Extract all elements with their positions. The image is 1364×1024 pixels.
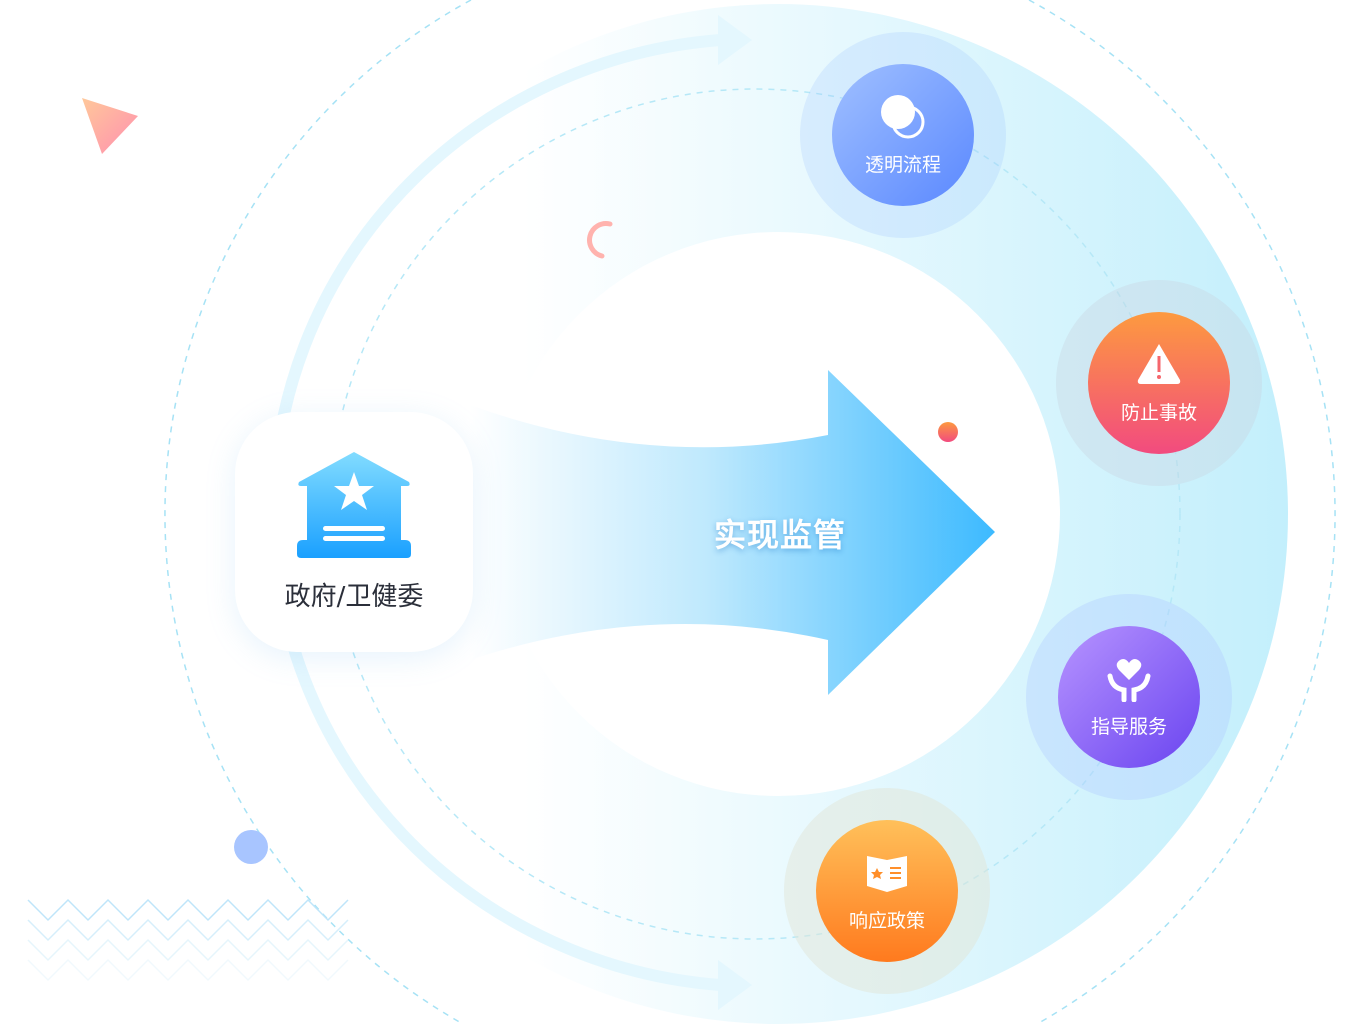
node-label: 指导服务 [1090, 716, 1167, 738]
node-label: 防止事故 [1120, 402, 1197, 424]
outer-dashed-ring-left [164, 0, 472, 1024]
main-arrow [470, 370, 995, 695]
government-building-star-icon [297, 452, 411, 558]
node-prevent-accidents: 防止事故 [1056, 280, 1262, 486]
policy-book-icon [867, 856, 907, 892]
node-transparent-process: 透明流程 [800, 32, 1006, 238]
arc-arrowhead-top [718, 15, 752, 65]
arrow-label: 实现监管 [713, 516, 846, 554]
warning-triangle-icon [1137, 344, 1181, 384]
arc-decoration [587, 221, 613, 259]
zigzag-decoration [27, 898, 349, 982]
government-label: 政府/卫健委 [284, 582, 424, 612]
node-label: 响应政策 [848, 910, 925, 932]
heart-hands-icon [1107, 659, 1151, 702]
outer-dashed-ring-right [1028, 0, 1336, 1024]
node-guidance-service: 指导服务 [1026, 594, 1232, 800]
overlapping-circles-icon [881, 95, 925, 139]
arc-arrowhead-bottom [718, 960, 752, 1010]
blue-dot [234, 830, 268, 864]
node-respond-policy: 响应政策 [784, 788, 990, 994]
government-card: 政府/卫健委 [235, 412, 473, 652]
node-label: 透明流程 [864, 154, 941, 176]
orange-dot [938, 422, 958, 442]
triangle-decoration [82, 98, 138, 154]
